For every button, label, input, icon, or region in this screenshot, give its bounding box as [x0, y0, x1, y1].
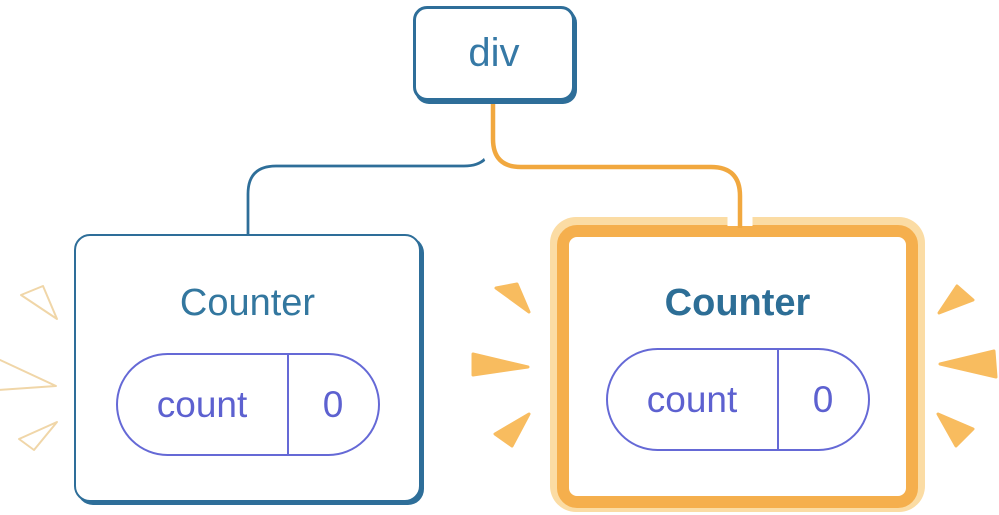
counter-card-left: Counter count 0: [74, 234, 421, 502]
connector-right-edge: [490, 104, 743, 228]
tree-node-div: div: [413, 6, 575, 101]
spark-icon: [936, 412, 975, 448]
state-value: 0: [776, 350, 868, 449]
spark-icon: [938, 349, 998, 379]
left-card-sparks: [0, 285, 58, 451]
counter-card-right-highlight: Counter count 0: [550, 217, 925, 512]
tree-node-div-label: div: [468, 31, 520, 75]
spark-icon: [471, 352, 530, 377]
spark-icon: [493, 412, 531, 448]
spark-icon: [937, 284, 975, 315]
spark-icon: [20, 285, 58, 320]
state-pill: count 0: [605, 348, 870, 451]
state-key: count: [646, 378, 738, 420]
state-pill: count 0: [115, 353, 380, 456]
spark-icon: [0, 358, 57, 391]
connector-right-casing: [480, 104, 753, 226]
counter-title: Counter: [179, 282, 316, 324]
state-key: count: [156, 383, 248, 425]
state-value: 0: [286, 355, 378, 454]
connector-left-edge: [246, 104, 494, 236]
spark-icon: [494, 282, 531, 314]
counter-card-right: Counter count 0: [557, 225, 918, 508]
counter-title: Counter: [664, 282, 811, 324]
spark-icon: [18, 421, 58, 451]
